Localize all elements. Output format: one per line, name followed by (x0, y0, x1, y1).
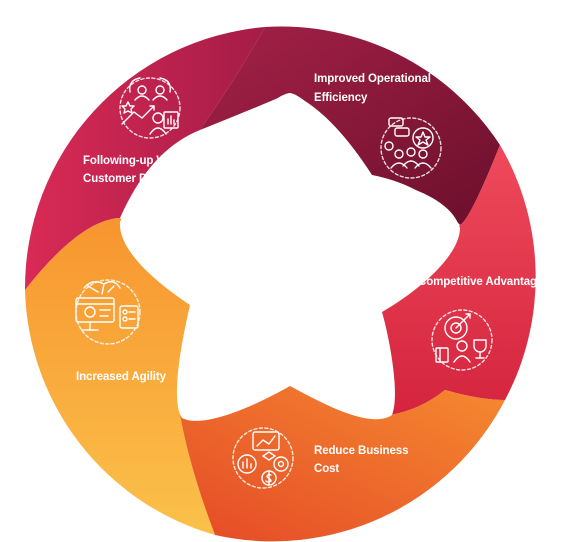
label-following: Following-up With Customer Demands (83, 155, 190, 185)
cost-analysis-icon (232, 427, 294, 489)
customer-growth-icon (119, 77, 181, 139)
label-reduce-line2: Cost (314, 463, 339, 475)
label-following-line2: Customer Demands (83, 173, 190, 185)
label-agility: Increased Agility (76, 371, 167, 383)
center-star (119, 93, 460, 421)
label-improved-line1: Improved Operational (314, 73, 431, 85)
target-trophy-icon (431, 309, 493, 371)
label-reduce-line1: Reduce Business (314, 445, 408, 457)
segment-agility (25, 218, 215, 535)
label-reduce: Reduce Business Cost (314, 445, 411, 475)
label-following-line1: Following-up With (83, 155, 181, 167)
team-performance-icon (380, 117, 442, 179)
label-competitive-line1: Competitive Advantage (418, 276, 543, 288)
segment-improved (200, 26, 500, 226)
label-improved: Improved Operational Efficiency (314, 73, 434, 104)
segment-competitive (380, 145, 536, 415)
label-improved-line2: Efficiency (314, 92, 368, 104)
segment-reduce (180, 385, 505, 542)
brain-dashboard-icon (75, 279, 141, 345)
label-competitive: Competitive Advantage (418, 276, 543, 288)
segment-following (24, 27, 265, 290)
label-agility-line1: Increased Agility (76, 371, 167, 383)
